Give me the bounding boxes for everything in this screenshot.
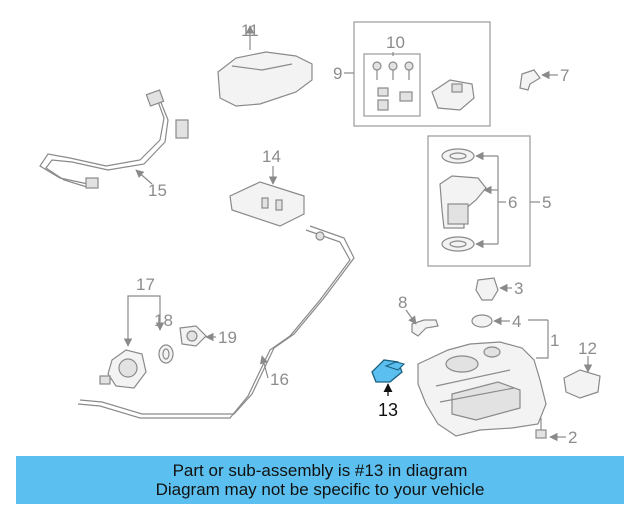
- part-5-6-fuel-pump: 6 5: [427, 135, 551, 267]
- banner-line-2: Diagram may not be specific to your vehi…: [155, 480, 485, 499]
- part-11-cover: 11: [217, 21, 313, 107]
- part-16-fuel-line: 16: [77, 225, 355, 419]
- part-3-valve: 3: [475, 277, 523, 301]
- part-9-10-kit: 10 9: [333, 21, 491, 127]
- info-banner: Part or sub-assembly is #13 in diagram D…: [16, 456, 624, 504]
- callout-9: 9: [333, 64, 342, 83]
- callout-12: 12: [578, 339, 597, 358]
- callout-19: 19: [218, 328, 237, 347]
- part-13-highlighted[interactable]: 13: [371, 359, 406, 420]
- part-1-fuel-tank: 1: [417, 319, 559, 437]
- part-18-oring: 18: [154, 311, 174, 364]
- part-7-elbow: 7: [519, 66, 569, 91]
- callout-3: 3: [514, 279, 523, 298]
- callout-6: 6: [508, 193, 517, 212]
- part-14-bracket: 14: [229, 147, 305, 227]
- callout-18: 18: [154, 311, 173, 330]
- callout-16: 16: [270, 370, 289, 389]
- callout-8: 8: [398, 293, 407, 312]
- part-4-ring: 4: [471, 312, 521, 331]
- bolt-icons: [372, 61, 414, 111]
- part-17-valve: 17: [99, 275, 165, 389]
- part-15-harness: 15: [39, 89, 189, 200]
- part-12-module: 12: [563, 339, 601, 399]
- callout-7: 7: [560, 66, 569, 85]
- callout-10: 10: [386, 33, 405, 52]
- callout-4: 4: [512, 312, 521, 331]
- callout-15: 15: [148, 181, 167, 200]
- parts-diagram: 11 10 9 7 15: [39, 21, 601, 447]
- callout-14: 14: [262, 147, 281, 166]
- part-8-bracket: 8: [398, 293, 439, 337]
- callout-2: 2: [568, 428, 577, 447]
- callout-11: 11: [241, 21, 259, 40]
- callout-13: 13: [378, 400, 398, 420]
- callout-5: 5: [542, 193, 551, 212]
- part-19-fitting: 19: [179, 325, 237, 347]
- callout-17: 17: [136, 275, 155, 294]
- callout-1: 1: [550, 331, 559, 350]
- banner-line-1: Part or sub-assembly is #13 in diagram: [172, 461, 468, 480]
- part-2-bolt: 2: [535, 418, 577, 447]
